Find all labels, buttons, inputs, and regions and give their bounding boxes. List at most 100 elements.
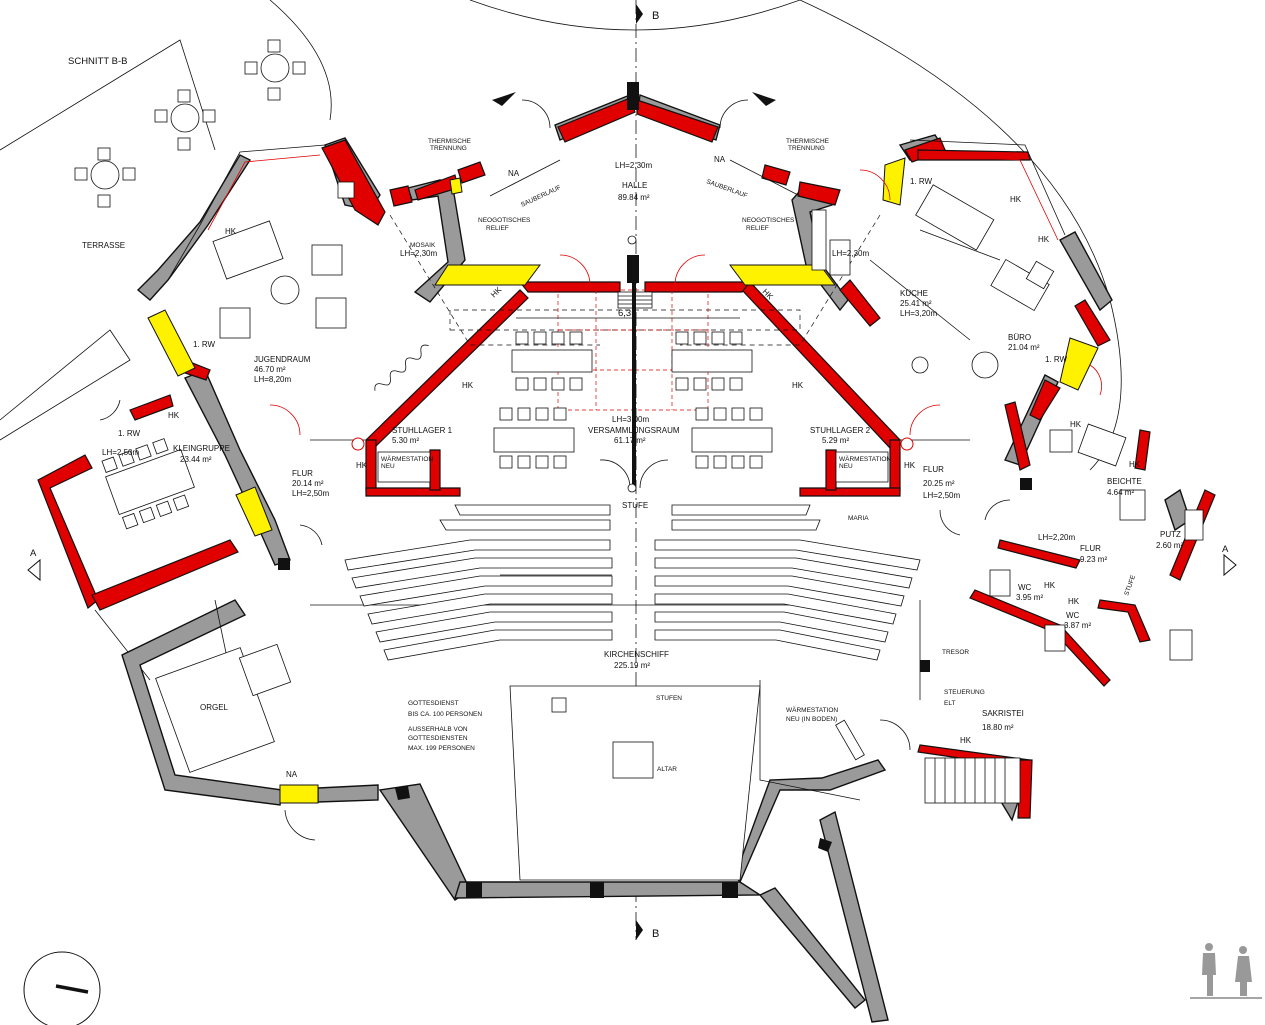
label-hk-wc1: HK xyxy=(1044,581,1056,590)
label-therm-right-1: THERMISCHE xyxy=(786,138,830,145)
label-hk-s2: HK xyxy=(904,461,916,470)
label-hk-v2: HK xyxy=(792,381,804,390)
label-wc-1: WC xyxy=(1018,583,1032,592)
label-waermestation-2-neu: NEU xyxy=(839,463,853,470)
label-flur-right-area: 20.25 m² xyxy=(923,479,955,488)
label-putz: PUTZ xyxy=(1160,530,1181,539)
label-hk-k2: HK xyxy=(1038,235,1050,244)
label-kirchenschiff: KIRCHENSCHIFF xyxy=(604,650,669,659)
label-stufen: STUFEN xyxy=(656,695,682,702)
label-versammlungsraum-area: 61.17 m² xyxy=(614,436,646,445)
label-klein-lh: LH=2,50m xyxy=(102,448,139,457)
label-stuhllager-2-area: 5.29 m² xyxy=(822,436,849,445)
label-hk-sakristei: HK xyxy=(960,736,972,745)
label-na-orgel: NA xyxy=(286,770,298,779)
label-hk-jugend: HK xyxy=(225,227,237,236)
label-stufe-2: STUFE xyxy=(1123,574,1137,597)
label-flur-left-lh: LH=2,50m xyxy=(292,489,329,498)
extinguisher-icons xyxy=(351,235,914,493)
label-halle-lh: LH=2,30m xyxy=(615,161,652,170)
label-jugendraum-lh: LH=8,20m xyxy=(254,375,291,384)
label-steuerung: STEUERUNG xyxy=(944,689,985,696)
label-versammlungsraum: VERSAMMLUNGSRAUM xyxy=(588,426,680,435)
label-kueche-lh2: LH=3,20m xyxy=(900,309,937,318)
label-putz-area: 2.60 m² xyxy=(1156,541,1183,550)
new-walls xyxy=(37,97,1216,819)
label-sakristei: SAKRISTEI xyxy=(982,709,1024,718)
label-kueche-area: 25.41 m² xyxy=(900,299,932,308)
label-buero-area: 21.04 m² xyxy=(1008,343,1040,352)
label-rw-jugend: 1. RW xyxy=(193,340,216,349)
entrance-arrow-right xyxy=(752,92,776,106)
label-maria: MARIA xyxy=(848,515,869,522)
label-hk-k1: HK xyxy=(1010,195,1022,204)
label-wc-2-area: 3.87 m² xyxy=(1064,621,1091,630)
label-relief-left-1: NEOGOTISCHES xyxy=(478,217,531,224)
label-hk-beichte: HK xyxy=(1129,460,1141,469)
label-beichte: BEICHTE xyxy=(1107,477,1142,486)
label-jugendraum-area: 46.70 m² xyxy=(254,365,286,374)
section-label-left: A xyxy=(30,548,37,559)
label-flur-right: FLUR xyxy=(923,465,944,474)
label-rw-kueche: 1. RW xyxy=(910,177,933,186)
section-axis-a: A A xyxy=(27,544,1237,582)
label-relief-left-2: RELIEF xyxy=(486,225,509,232)
section-label-top: B xyxy=(652,10,659,22)
label-rw-klein: 1. RW xyxy=(118,429,141,438)
label-kleingruppe: KLEINGRUPPE xyxy=(173,444,230,453)
label-gottesdienst-4: GOTTESDIENSTEN xyxy=(408,735,468,742)
label-hk-klein: HK xyxy=(168,411,180,420)
label-wc-2: WC xyxy=(1066,611,1080,620)
section-axis-b: B B xyxy=(635,0,659,940)
label-therm-left-2: TRENNUNG xyxy=(430,145,467,152)
label-therm-left-1: THERMISCHE xyxy=(428,138,472,145)
label-gottesdienst-1: GOTTESDIENST xyxy=(408,700,459,707)
label-relief-right-1: NEOGOTISCHES xyxy=(742,217,795,224)
label-hk-halle-1: HK xyxy=(489,285,504,300)
label-halle: HALLE xyxy=(622,181,647,190)
radiator xyxy=(374,344,429,391)
site-context xyxy=(0,0,1122,681)
label-relief-right-2: RELIEF xyxy=(746,225,769,232)
doors xyxy=(99,99,1102,841)
label-na-left: NA xyxy=(508,169,520,178)
label-gottesdienst-2: BIS CA. 100 PERSONEN xyxy=(408,711,482,718)
label-flur-left-area: 20.14 m² xyxy=(292,479,324,488)
label-hk-s1: HK xyxy=(356,461,368,470)
drawing-title: SCHNITT B-B xyxy=(68,56,127,67)
label-sakristei-area: 18.80 m² xyxy=(982,723,1014,732)
pews xyxy=(344,504,921,661)
label-mosaik: MOSAIK xyxy=(410,242,436,249)
label-waermestation-boden: WÄRMESTATION xyxy=(786,706,838,714)
label-flur-left: FLUR xyxy=(292,469,313,478)
section-label-right: A xyxy=(1222,544,1229,555)
label-waermestation-1-neu: NEU xyxy=(381,463,395,470)
label-mosaik-lh: LH=2,30m xyxy=(400,249,437,258)
label-gottesdienst-5: MAX. 199 PERSONEN xyxy=(408,745,475,752)
label-waermestation-1: WÄRMESTATION xyxy=(381,455,433,463)
label-waermestation-boden-neu: NEU (IN BODEN) xyxy=(786,716,837,723)
label-gottesdienst-3: AUSSERHALB VON xyxy=(408,726,468,733)
label-terrasse: TERRASSE xyxy=(82,241,125,250)
north-arrow-icon xyxy=(23,951,101,1025)
scale-figures-icon xyxy=(1190,943,1262,999)
label-sauberlauf-right: SAUBERLAUF xyxy=(705,178,748,199)
label-buero: BÜRO xyxy=(1008,333,1031,342)
label-halle-area: 89.84 m² xyxy=(618,193,650,202)
label-therm-right-2: TRENNUNG xyxy=(788,145,825,152)
label-stuhllager-1: STUHLLAGER 1 xyxy=(392,426,453,435)
label-steuerung-elt: ELT xyxy=(944,700,955,707)
construction-lines xyxy=(167,139,1066,801)
label-tresor: TRESOR xyxy=(942,649,969,656)
dimension-label: 6,35 xyxy=(618,308,637,319)
label-jugendraum: JUGENDRAUM xyxy=(254,355,311,364)
label-kleingruppe-area: 23.44 m² xyxy=(180,455,212,464)
label-waermestation-2: WÄRMESTATION xyxy=(839,455,891,463)
section-label-bottom: B xyxy=(652,928,659,940)
label-kueche-lh: LH=2,30m xyxy=(832,249,869,258)
label-flur-right-lh: LH=2,50m xyxy=(923,491,960,500)
label-stuhllager-1-area: 5.30 m² xyxy=(392,436,419,445)
label-beichte-area: 4.64 m² xyxy=(1107,488,1134,497)
label-orgel: ORGEL xyxy=(200,703,229,712)
